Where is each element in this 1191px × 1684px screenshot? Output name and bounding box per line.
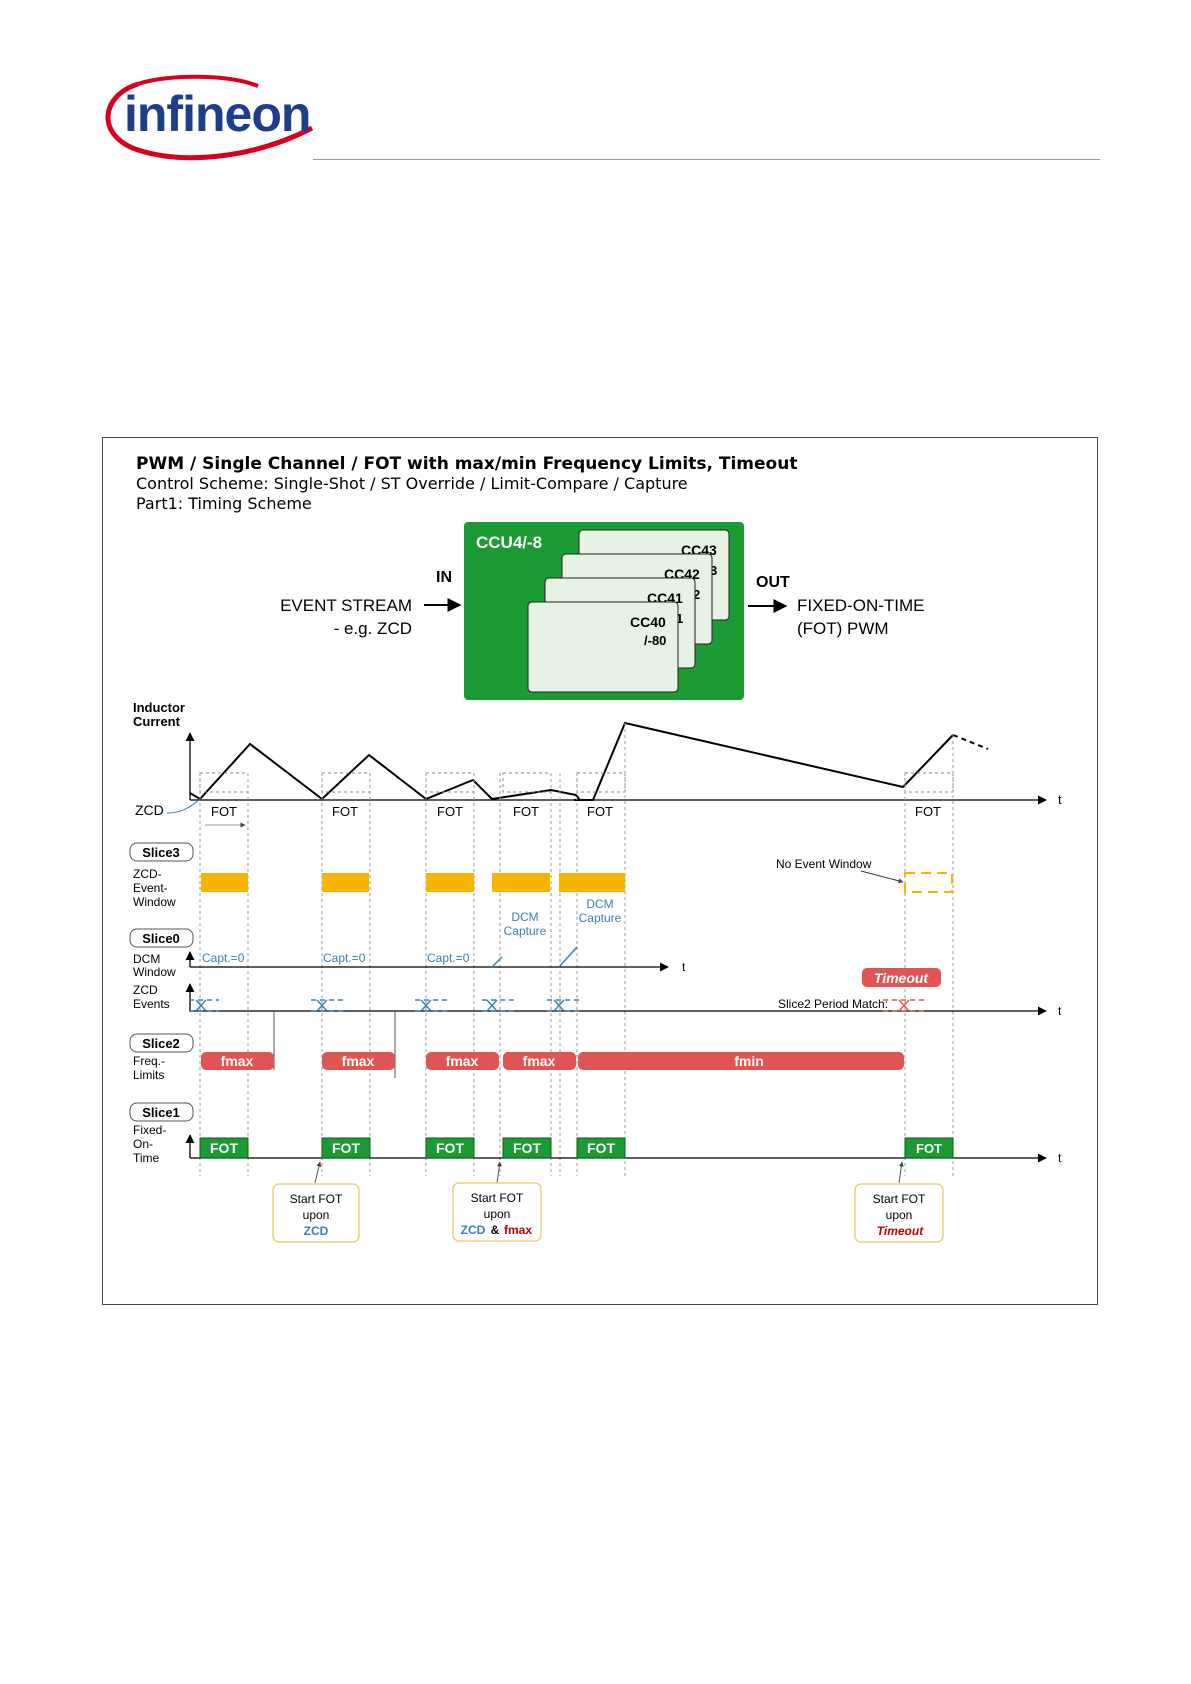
figure-subtitle-2: Part1: Timing Scheme bbox=[136, 494, 312, 513]
fot-pulse-label-1: FOT bbox=[210, 1140, 238, 1156]
callout-2-l1: Start FOT bbox=[471, 1191, 524, 1205]
dcm-capture-2-l2: Capture bbox=[579, 911, 622, 925]
logo-text: infineon bbox=[124, 86, 310, 142]
input-line2: - e.g. ZCD bbox=[334, 619, 412, 638]
slice0-badge bbox=[129, 928, 194, 948]
slice3-badge-label: Slice3 bbox=[142, 845, 180, 860]
fot-label-6: FOT bbox=[915, 804, 941, 819]
infineon-logo: infineon bbox=[105, 74, 314, 161]
fmin-label: fmin bbox=[734, 1053, 764, 1069]
callout-3-l1: Start FOT bbox=[873, 1192, 926, 1206]
output-line1: FIXED-ON-TIME bbox=[797, 596, 925, 615]
card-cc40 bbox=[527, 601, 679, 693]
in-label: IN bbox=[436, 569, 452, 586]
no-event-label: No Event Window bbox=[776, 857, 872, 871]
period-match-label: Slice2 Period Match: bbox=[778, 997, 888, 1011]
card-cc40-label: CC40 bbox=[630, 614, 666, 630]
fot-pulse-label-4: FOT bbox=[513, 1140, 541, 1156]
dcm-capture-1-l2: Capture bbox=[504, 924, 547, 938]
zcd-event-windows bbox=[201, 873, 625, 892]
zcd-event-markers bbox=[189, 999, 579, 1012]
inductor-current-waveform bbox=[189, 721, 954, 801]
callout-1-l3: ZCD bbox=[304, 1224, 329, 1238]
zcd-label: ZCD bbox=[135, 802, 164, 818]
slice1-badge-label: Slice1 bbox=[142, 1105, 180, 1120]
slice3-badge bbox=[129, 842, 194, 862]
timeout-badge-label: Timeout bbox=[874, 970, 930, 986]
slice1-desc-1: Fixed- bbox=[133, 1123, 166, 1137]
callout-2-l3b: & bbox=[491, 1223, 500, 1237]
fot-label-3: FOT bbox=[437, 804, 463, 819]
fot-label-1: FOT bbox=[211, 804, 237, 819]
slice3-desc-3: Window bbox=[133, 895, 176, 909]
callout-timeout bbox=[854, 1183, 944, 1243]
capt-label-1: Capt.=0 bbox=[202, 951, 245, 965]
input-line1: EVENT STREAM bbox=[280, 596, 412, 615]
timing-figure: PWM / Single Channel / FOT with max/min … bbox=[102, 437, 1098, 1305]
fot-pulse-label-3: FOT bbox=[436, 1140, 464, 1156]
figure-subtitle-1: Control Scheme: Single-Shot / ST Overrid… bbox=[136, 474, 688, 493]
fot-label-2: FOT bbox=[332, 804, 358, 819]
slice1-badge bbox=[129, 1102, 194, 1122]
out-label: OUT bbox=[756, 574, 790, 591]
output-line2: (FOT) PWM bbox=[797, 619, 889, 638]
slice1-desc-3: Time bbox=[133, 1151, 160, 1165]
slice3-desc-1: ZCD- bbox=[133, 867, 162, 881]
fot-pulse-label-5: FOT bbox=[587, 1140, 615, 1156]
fmax-label-3: fmax bbox=[446, 1053, 479, 1069]
header-rule bbox=[313, 159, 1100, 160]
slice1-desc-2: On- bbox=[133, 1137, 153, 1151]
freq-limit-bars bbox=[201, 1052, 904, 1070]
zcd-events-t-label: t bbox=[1058, 1004, 1062, 1018]
capt-label-2: Capt.=0 bbox=[323, 951, 366, 965]
callout-2-l2: upon bbox=[484, 1207, 511, 1221]
fot-t-label: t bbox=[1058, 1151, 1062, 1165]
ccu4-title: CCU4/-8 bbox=[476, 533, 542, 552]
slice2-badge bbox=[129, 1033, 194, 1053]
slice0-desc-1: DCM bbox=[133, 952, 160, 966]
callout-2-l3a: ZCD bbox=[461, 1223, 486, 1237]
slice2-desc-2: Limits bbox=[133, 1068, 164, 1082]
slice3-desc-2: Event- bbox=[133, 881, 168, 895]
inductor-label-1: Inductor bbox=[133, 700, 185, 715]
fmax-label-2: fmax bbox=[342, 1053, 375, 1069]
fot-pulse-label-6: FOT bbox=[916, 1141, 942, 1156]
timeout-badge bbox=[862, 968, 941, 987]
card-overlap-1: 1 bbox=[676, 611, 683, 626]
figure-title: PWM / Single Channel / FOT with max/min … bbox=[136, 454, 797, 474]
fot-label-5: FOT bbox=[587, 804, 613, 819]
callout-2-l3c: fmax bbox=[504, 1223, 532, 1237]
inductor-label-2: Current bbox=[133, 714, 181, 729]
card-overlap-2: 2 bbox=[693, 587, 700, 602]
inductor-t-label: t bbox=[1058, 792, 1062, 807]
fmax-label-1: fmax bbox=[221, 1053, 254, 1069]
callout-3-l2: upon bbox=[886, 1208, 913, 1222]
slice2-desc-1: Freq.- bbox=[133, 1054, 165, 1068]
callout-3-l3: Timeout bbox=[877, 1224, 924, 1238]
card-cc40-sub: /-80 bbox=[644, 633, 666, 648]
logo-swoosh bbox=[105, 81, 314, 161]
zcd-events-label-1: ZCD bbox=[133, 983, 158, 997]
callout-1-l2: upon bbox=[303, 1208, 330, 1222]
fot-pulses bbox=[199, 1137, 954, 1159]
fot-label-4: FOT bbox=[513, 804, 539, 819]
capt-label-3: Capt.=0 bbox=[427, 951, 470, 965]
dcm-capture-1-l1: DCM bbox=[511, 910, 538, 924]
zcd-events-label-2: Events bbox=[133, 997, 170, 1011]
callout-1-l1: Start FOT bbox=[290, 1192, 343, 1206]
slice0-desc-2: Window bbox=[133, 965, 176, 979]
no-event-window bbox=[904, 872, 953, 893]
callout-zcd bbox=[272, 1183, 360, 1243]
dcm-t-label: t bbox=[682, 960, 686, 974]
callout-zcd-fmax bbox=[452, 1182, 542, 1242]
dcm-capture-2-l1: DCM bbox=[586, 897, 613, 911]
fmax-label-4: fmax bbox=[523, 1053, 556, 1069]
timing-diagram: PWM / Single Channel / FOT with max/min … bbox=[129, 454, 1062, 1243]
fot-pulse-label-2: FOT bbox=[332, 1140, 360, 1156]
slice2-badge-label: Slice2 bbox=[142, 1036, 180, 1051]
slice0-badge-label: Slice0 bbox=[142, 931, 180, 946]
card-overlap-3: 3 bbox=[710, 563, 717, 578]
